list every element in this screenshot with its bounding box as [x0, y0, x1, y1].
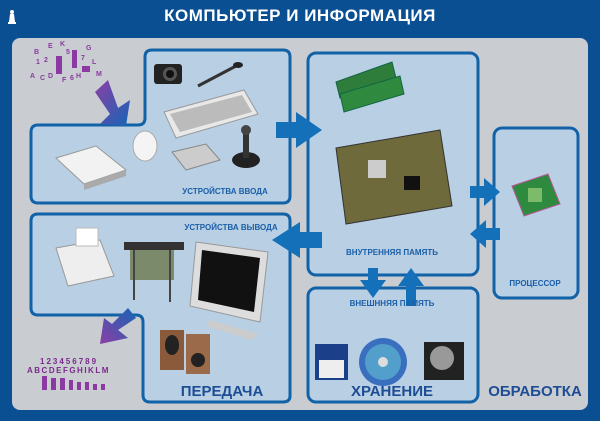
- motherboard-icon: [335, 129, 453, 225]
- arrow-external-to-memory: [398, 268, 424, 306]
- output-letters: ABCDEFGHIKLM: [27, 366, 110, 375]
- output-digits: 123456789: [40, 357, 99, 366]
- ram-modules-icon: [335, 61, 405, 113]
- people-figures-icon: [42, 376, 105, 390]
- scanner-icon: [55, 145, 128, 190]
- graphics-tablet-icon: [171, 143, 221, 171]
- section-transfer: ПЕРЕДАЧА: [180, 383, 264, 400]
- output-devices-label: УСТРОЙСТВА ВЫВОДА: [184, 223, 278, 232]
- microphone-icon: [197, 62, 243, 88]
- monitor-icon: [189, 241, 269, 340]
- arrow-memory-to-processor: [470, 178, 500, 206]
- page-title: КОМПЬЮТЕР И ИНФОРМАЦИЯ: [164, 6, 436, 25]
- svg-text:E: E: [48, 43, 53, 50]
- svg-text:1: 1: [36, 59, 40, 66]
- svg-text:B: B: [34, 49, 39, 56]
- cpu-chip-icon: [511, 173, 561, 217]
- svg-text:M: M: [96, 71, 102, 78]
- arrow-input-to-memory: [276, 112, 322, 148]
- arrow-info-to-input: [95, 80, 130, 126]
- svg-text:2: 2: [44, 57, 48, 64]
- processor-label: ПРОЦЕССОР: [509, 279, 561, 288]
- processor-box: [492, 126, 580, 300]
- svg-text:7: 7: [81, 55, 85, 62]
- camera-icon: [154, 64, 182, 84]
- svg-text:H: H: [76, 73, 81, 80]
- arrow-processor-to-memory: [470, 220, 500, 248]
- arrow-memory-to-output: [272, 222, 322, 258]
- svg-text:G: G: [86, 45, 92, 52]
- keyboard-icon: [163, 89, 259, 139]
- arrow-output-to-info: [100, 308, 136, 344]
- arrow-memory-to-external: [360, 268, 386, 298]
- cd-disc-icon: [359, 338, 407, 386]
- floppy-disk-icon: [315, 344, 348, 380]
- mouse-icon: [132, 130, 158, 162]
- svg-text:5: 5: [66, 49, 70, 56]
- hard-drive-icon: [424, 342, 464, 380]
- speakers-icon: [160, 330, 210, 374]
- plotter-icon: [124, 242, 184, 302]
- svg-text:A: A: [30, 73, 35, 80]
- svg-text:D: D: [48, 73, 53, 80]
- svg-text:6: 6: [70, 75, 74, 82]
- joystick-icon: [232, 125, 260, 168]
- printer-icon: [55, 227, 115, 287]
- internal-memory-label: ВНУТРЕННЯЯ ПАМЯТЬ: [346, 248, 438, 257]
- external-memory-label: ВНЕШННЯЯ ПАМЯТЬ: [349, 299, 435, 308]
- statue-icon: [8, 9, 16, 25]
- svg-text:F: F: [62, 77, 67, 84]
- section-processing: ОБРАБОТКА: [488, 383, 582, 400]
- section-storage: ХРАНЕНИЕ: [351, 383, 433, 400]
- input-devices-label: УСТРОЙСТВА ВВОДА: [182, 187, 268, 196]
- svg-text:L: L: [92, 59, 97, 66]
- svg-text:K: K: [60, 41, 65, 48]
- svg-text:C: C: [40, 75, 45, 82]
